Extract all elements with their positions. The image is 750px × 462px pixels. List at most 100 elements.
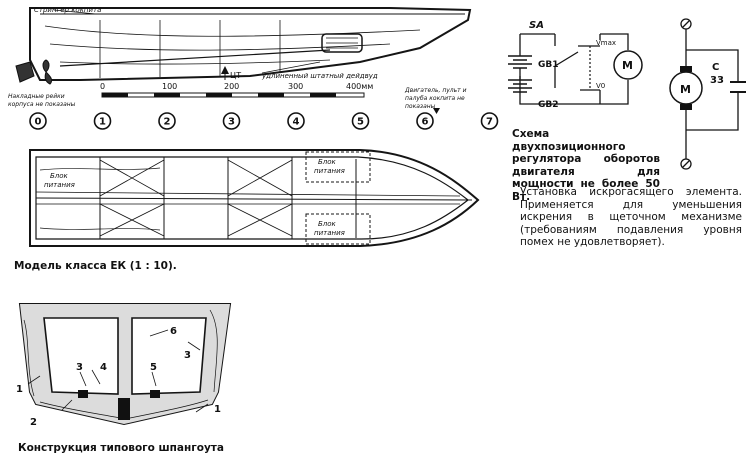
driveshaft-leader — [261, 61, 321, 74]
frame-section: 1 2 3 4 5 6 3 1 — [16, 303, 232, 428]
station-label: 2 — [164, 117, 171, 128]
label-vmax: Vmax — [596, 39, 616, 47]
callout-leaders — [27, 329, 209, 413]
regulator-caption: Схема двухпозиционного регулятора оборот… — [512, 128, 660, 203]
deck-label: Двигатель, пульт и палуба кокпита не пок… — [404, 87, 468, 110]
suppressor-motor — [669, 71, 703, 105]
canopy-leader — [53, 9, 97, 15]
terminal-marks — [682, 20, 690, 168]
callout-6: 6 — [170, 326, 177, 337]
station-circle — [351, 112, 370, 130]
suppressor-motor-label: M — [680, 83, 691, 96]
callout-3-right: 3 — [184, 350, 191, 361]
station-circle — [222, 112, 241, 130]
plan-grain — [39, 167, 161, 231]
side-motor-ribs — [326, 37, 358, 49]
regulator-wires — [519, 33, 629, 105]
station-label: 7 — [486, 117, 493, 128]
scale-seg-5 — [310, 93, 336, 97]
deck-arrow — [433, 108, 440, 114]
label-v0: V0 — [596, 82, 605, 90]
scale-tick-2: 200 — [224, 82, 239, 91]
regulator-motor — [613, 50, 643, 80]
battery-gb1 — [508, 55, 532, 69]
frame-caption: Конструкция типового шпангоута — [18, 442, 224, 454]
suppressor-caption: Установка искрогасящего элемента. Примен… — [520, 186, 742, 248]
callout-1-left: 1 — [16, 384, 23, 395]
side-view: Стрингер кокпита удлиненный штатный дейд… — [8, 6, 472, 114]
lightening-hole-right — [131, 317, 207, 395]
battery-box-upper — [305, 151, 371, 183]
plan-frames — [99, 157, 357, 239]
rudder — [15, 61, 35, 83]
switch-sa-blade — [554, 51, 579, 67]
battery-box-lower — [305, 213, 371, 245]
callout-5: 5 — [150, 362, 157, 373]
side-motor — [321, 33, 363, 53]
station-label: 6 — [422, 117, 429, 128]
station-circle — [29, 112, 47, 130]
driveshaft-label: удлиненный штатный дейдвуд — [261, 72, 378, 80]
scale-tick-1: 100 — [162, 82, 177, 91]
side-driveshaft — [59, 49, 331, 67]
capacitor-name: C — [712, 62, 719, 73]
rails-label: Накладные рейки корпуса не показаны — [8, 93, 76, 108]
label-gb1: GB1 — [538, 60, 559, 70]
switch-contacts — [578, 45, 600, 91]
callout-4: 4 — [100, 362, 107, 373]
scale-tick-4: 400мм — [346, 82, 373, 91]
plan-diagonals — [99, 159, 293, 237]
brush-bottom — [680, 104, 692, 110]
side-frames — [99, 20, 281, 78]
station-label: 0 — [35, 117, 42, 128]
suppressor-schematic: M C 33 — [669, 18, 746, 170]
station-circle — [158, 112, 176, 130]
side-grain-3 — [59, 59, 331, 65]
station-circle — [287, 112, 305, 130]
plan-hull-outline — [29, 149, 480, 247]
suppressor-wires — [685, 29, 739, 159]
regulator-motor-label: M — [622, 59, 633, 72]
station-circle — [480, 112, 499, 130]
propeller — [42, 59, 53, 85]
capacitor-c — [730, 81, 746, 93]
callout-1-right: 1 — [214, 404, 221, 415]
cg-arrow — [221, 66, 229, 74]
station-circle — [93, 112, 112, 130]
capacitor-value: 33 — [710, 75, 724, 86]
frame-plywood — [20, 304, 230, 424]
side-hull-outline — [29, 7, 472, 81]
canopy-line-label: Стрингер кокпита — [34, 6, 101, 14]
scale-seg-1 — [102, 93, 128, 97]
cg-label: ЦТ — [230, 71, 241, 80]
lightening-hole-left — [43, 317, 119, 395]
label-gb2: GB2 — [538, 100, 559, 110]
stringer-notch-left — [78, 390, 88, 398]
stringer-notch-right — [150, 390, 160, 398]
scale-bar: 0 100 200 300 400мм — [100, 82, 373, 98]
brush-top — [680, 66, 692, 72]
station-label: 1 — [99, 117, 106, 128]
plan-keel-line — [35, 197, 473, 201]
scale-tick-0: 0 — [100, 82, 105, 91]
keel-block — [118, 398, 130, 420]
frame-grain — [23, 309, 218, 419]
model-caption: Модель класса ЕК (1 : 10). — [14, 260, 177, 272]
station-label: 3 — [228, 117, 235, 128]
station-label: 4 — [293, 117, 300, 128]
label-sa: SA — [529, 20, 544, 31]
scale-tick-3: 300 — [288, 82, 303, 91]
callout-2: 2 — [30, 417, 37, 428]
scale-seg-2 — [154, 93, 180, 97]
scale-seg-4 — [258, 93, 284, 97]
callout-3-left: 3 — [76, 362, 83, 373]
scale-seg-3 — [206, 93, 232, 97]
side-grain-1 — [44, 25, 421, 37]
